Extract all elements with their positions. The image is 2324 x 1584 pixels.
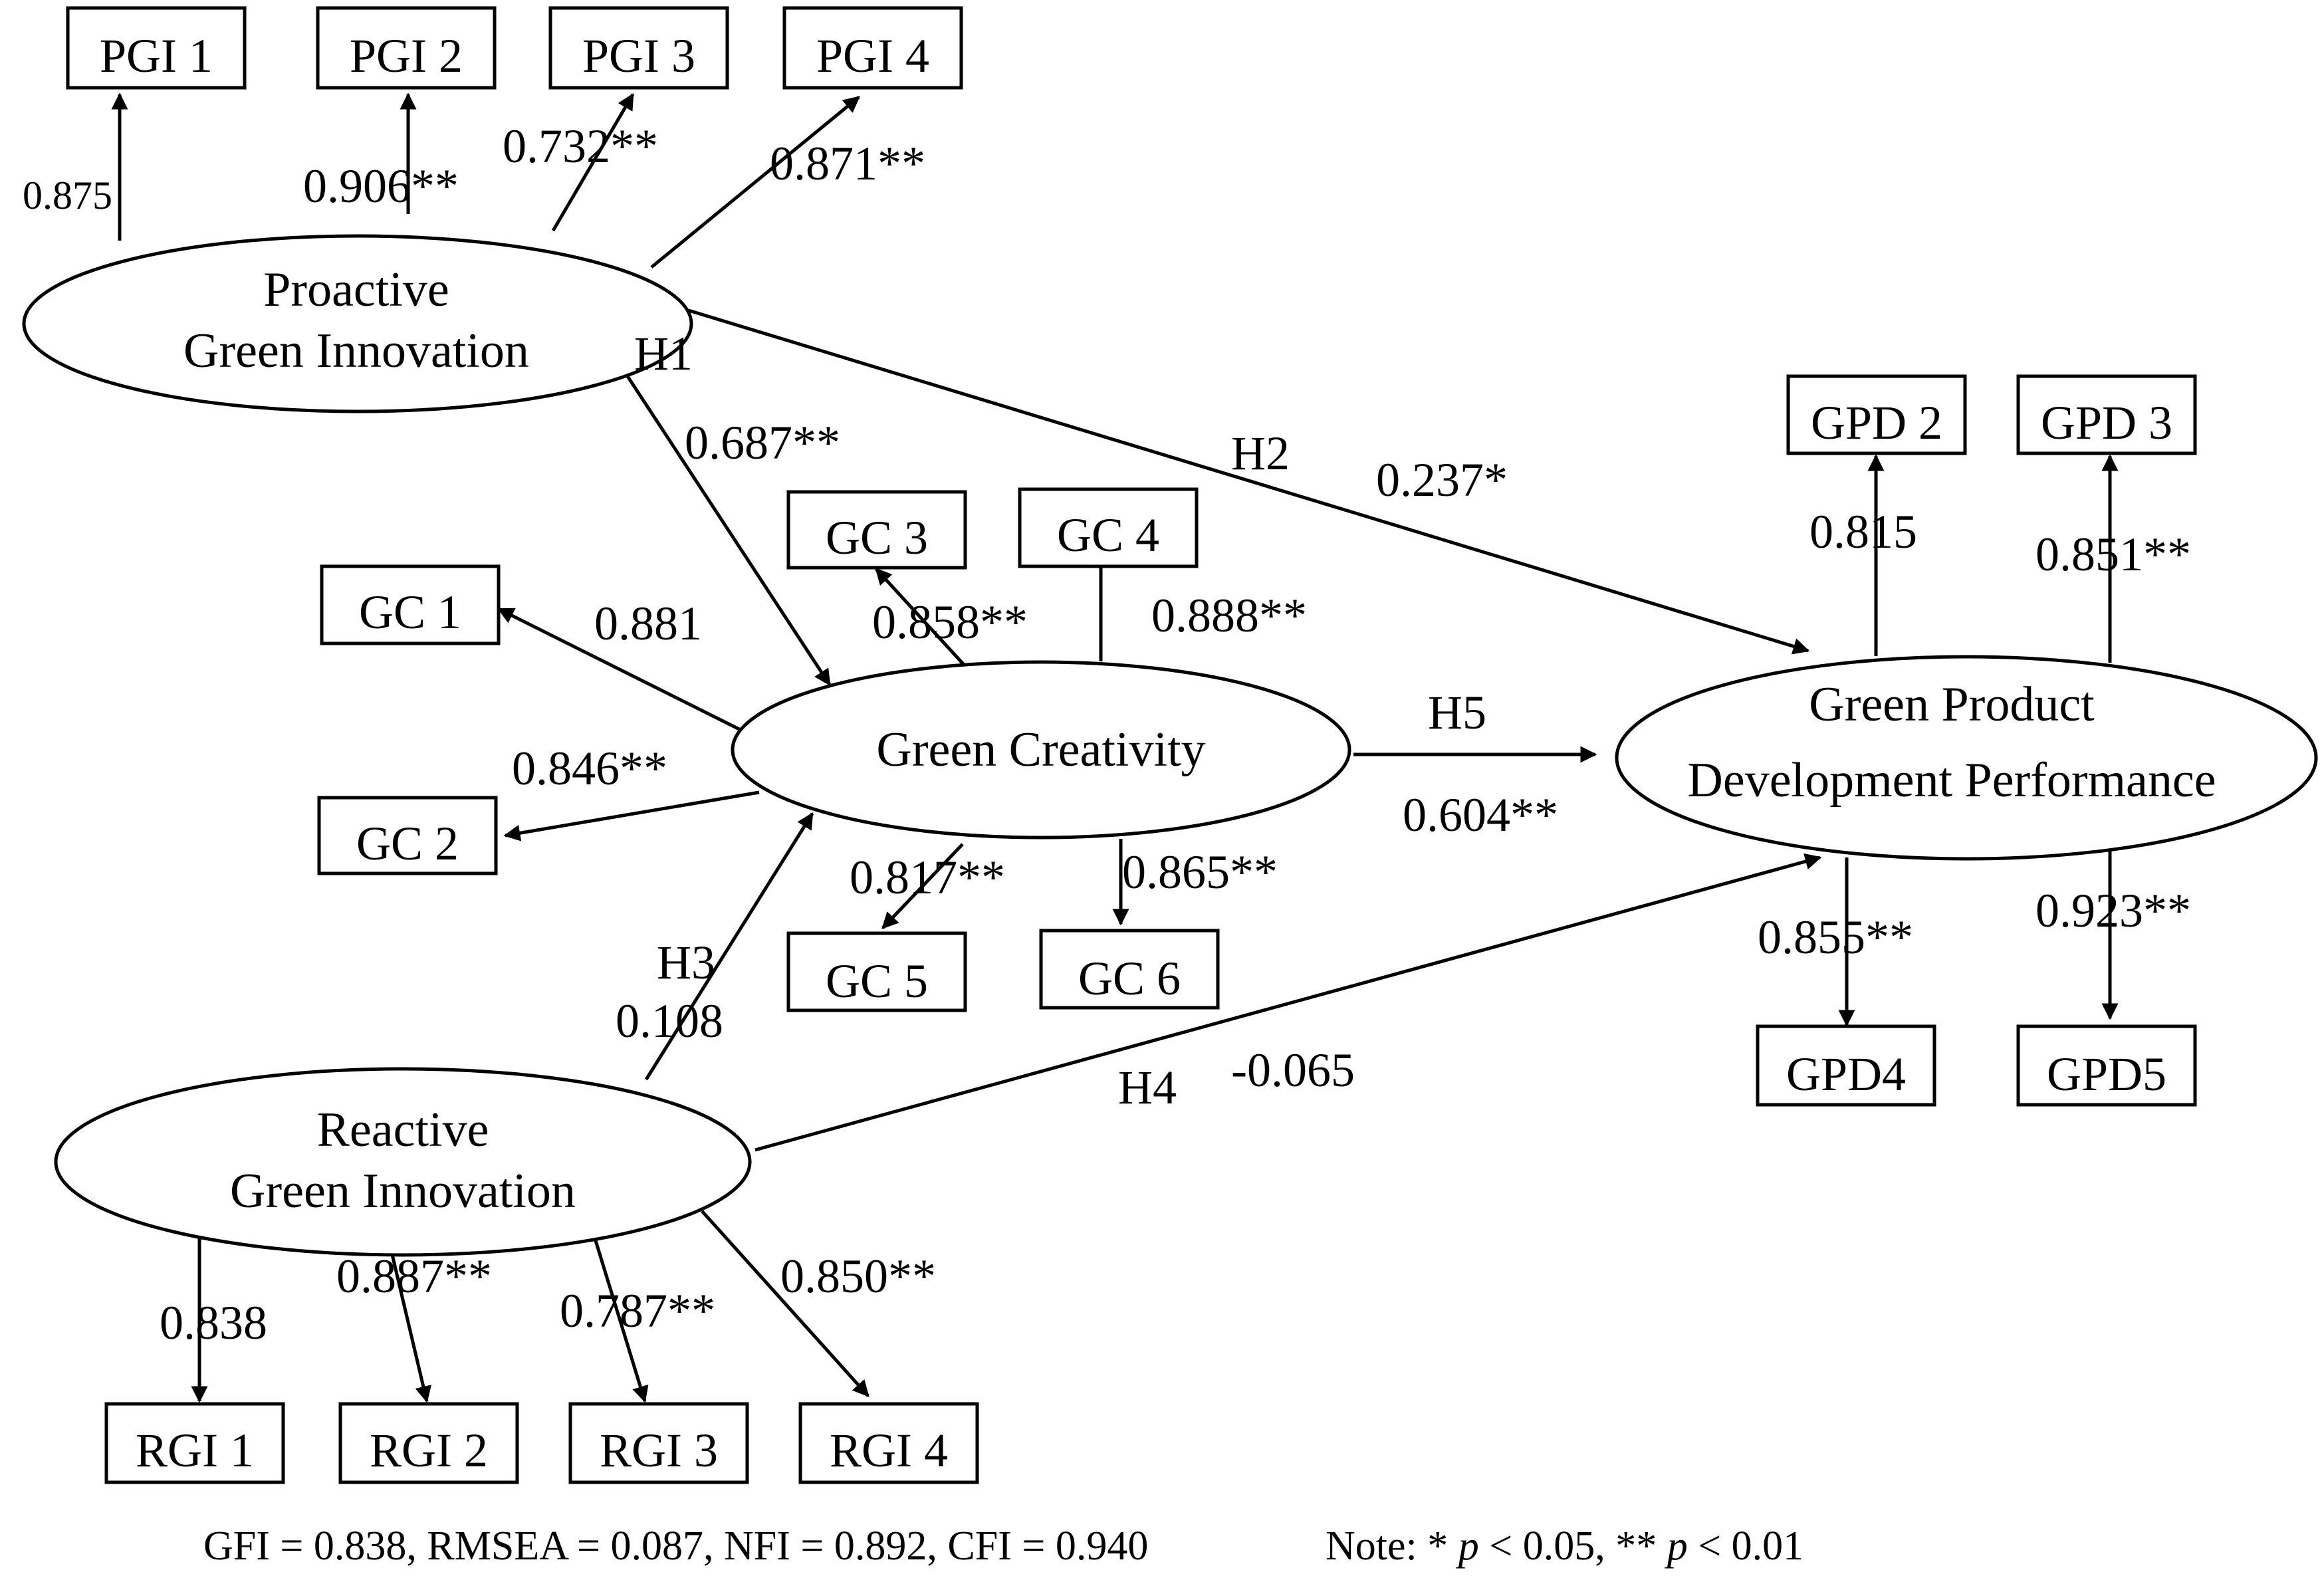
path-h3-label: H3 — [657, 936, 715, 989]
indicator-gpd5: GPD5 — [2016, 1024, 2197, 1107]
edge-gc-gc2 — [503, 790, 760, 842]
loading-gc6: 0.865** — [1122, 846, 1278, 899]
path-h4-coef: -0.065 — [1231, 1044, 1355, 1097]
latent-label-line1: Green Creativity — [876, 723, 1205, 777]
loading-gpd2: 0.815 — [1809, 505, 1917, 558]
loading-gc2: 0.846** — [512, 742, 667, 795]
edge-pgi-pgi4 — [650, 96, 860, 269]
indicator-gc6: GC 6 — [1039, 929, 1220, 1010]
loading-rgi4: 0.850** — [780, 1250, 936, 1303]
note-end: < 0.01 — [1688, 1524, 1803, 1569]
indicator-label: GPD4 — [1786, 1048, 1906, 1101]
loading-gpd5: 0.923** — [2035, 884, 2191, 937]
indicator-label: RGI 3 — [600, 1424, 718, 1477]
path-h4-label: H4 — [1118, 1061, 1177, 1114]
indicator-label: GC 3 — [826, 511, 928, 564]
indicator-label: GC 4 — [1057, 509, 1159, 562]
latent-reactive-green-innovation: Reactive Green Innovation — [54, 1067, 752, 1257]
edge-rgi-rgi4 — [701, 1210, 870, 1397]
indicator-label: GC 1 — [359, 586, 461, 639]
edge-rgi-rgi3 — [592, 1236, 649, 1403]
edge-h3-rgi-gc — [644, 812, 814, 1081]
indicator-gpd2: GPD 2 — [1786, 374, 1967, 455]
indicator-gc3: GC 3 — [786, 490, 967, 570]
indicator-label: GC 5 — [826, 955, 928, 1008]
indicator-rgi2: RGI 2 — [338, 1402, 519, 1484]
indicator-label: PGI 3 — [582, 29, 695, 82]
latent-label-line1: Reactive — [317, 1103, 489, 1157]
note-p-symbol: p — [1665, 1524, 1688, 1569]
loading-rgi3: 0.787** — [560, 1284, 715, 1337]
path-h2-label: H2 — [1231, 427, 1290, 480]
indicator-gc1: GC 1 — [320, 564, 501, 645]
loading-gc1: 0.881 — [594, 597, 702, 650]
latent-label-line2: Development Performance — [1687, 753, 2216, 808]
latent-label-line1: Green Product — [1809, 677, 2095, 732]
note-mid: < 0.05, ** — [1479, 1524, 1667, 1569]
latent-label-line2: Green Innovation — [230, 1164, 576, 1218]
indicator-rgi4: RGI 4 — [798, 1402, 979, 1484]
indicator-label: RGI 2 — [370, 1424, 488, 1477]
indicator-rgi1: RGI 1 — [104, 1402, 285, 1484]
edge-pgi-pgi3 — [551, 92, 635, 232]
loading-pgi2: 0.906** — [303, 160, 459, 213]
indicator-pgi2: PGI 2 — [316, 6, 497, 90]
latent-label-line1: Proactive — [263, 263, 449, 317]
indicator-label: GPD5 — [2047, 1048, 2166, 1101]
indicator-pgi1: PGI 1 — [66, 6, 247, 90]
latent-green-product-development-performance: Green Product Development Performance — [1615, 655, 2318, 861]
edge-gc-gc1 — [497, 607, 741, 731]
indicator-gc5: GC 5 — [786, 931, 967, 1012]
path-h2-coef: 0.237* — [1376, 453, 1508, 507]
path-h5-label: H5 — [1428, 686, 1486, 739]
loading-gc3: 0.858** — [872, 596, 1028, 649]
indicator-label: GPD 2 — [1811, 396, 1942, 449]
loading-pgi4: 0.871** — [770, 137, 925, 190]
loading-gc4: 0.888** — [1151, 589, 1307, 642]
loading-pgi3: 0.732** — [503, 120, 658, 173]
fit-indices: GFI = 0.838, RMSEA = 0.087, NFI = 0.892,… — [203, 1524, 1148, 1569]
loading-gpd4: 0.855** — [1758, 911, 1913, 964]
indicator-label: PGI 2 — [350, 29, 463, 82]
indicator-label: RGI 1 — [136, 1424, 254, 1477]
loading-gc5: 0.817** — [850, 851, 1005, 904]
loading-rgi1: 0.838 — [160, 1296, 267, 1349]
edge-gc-gc3 — [875, 568, 965, 666]
path-h1-label: H1 — [634, 327, 693, 380]
loading-pgi1: 0.875 — [23, 173, 112, 217]
edge-h4-rgi-gpd — [755, 853, 1822, 1152]
indicator-rgi3: RGI 3 — [568, 1402, 749, 1484]
indicator-pgi4: PGI 4 — [782, 6, 963, 90]
indicator-gpd4: GPD4 — [1756, 1024, 1936, 1107]
edge-rgi-rgi2 — [386, 1237, 432, 1403]
edge-h1-pgi-gc — [623, 371, 832, 687]
path-h5-coef: 0.604** — [1403, 788, 1558, 842]
latent-label-line2: Green Innovation — [183, 324, 529, 378]
indicator-label: GC 2 — [356, 817, 459, 870]
indicator-label: PGI 4 — [816, 29, 929, 82]
edge-h2-pgi-gpd — [688, 308, 1810, 655]
loading-gpd3: 0.851** — [2035, 528, 2191, 581]
indicator-pgi3: PGI 3 — [548, 6, 729, 90]
indicator-label: GC 6 — [1078, 952, 1181, 1005]
latent-proactive-green-innovation: Proactive Green Innovation — [22, 234, 693, 413]
note-p-symbol: p — [1456, 1524, 1479, 1569]
significance-note: Note: * p < 0.05, ** p < 0.01 — [1326, 1524, 1803, 1569]
indicator-gpd3: GPD 3 — [2016, 374, 2197, 455]
indicator-gc4: GC 4 — [1018, 487, 1199, 568]
indicator-gc2: GC 2 — [317, 796, 498, 875]
latent-green-creativity: Green Creativity — [731, 660, 1351, 840]
loading-rgi2: 0.887** — [336, 1250, 492, 1303]
indicator-label: GPD 3 — [2041, 396, 2172, 449]
indicator-label: PGI 1 — [100, 29, 213, 82]
path-h1-coef: 0.687** — [685, 416, 840, 469]
edge-gc-gc5 — [881, 843, 964, 929]
note-prefix: Note: * — [1326, 1524, 1458, 1569]
indicator-label: RGI 4 — [830, 1424, 948, 1477]
path-h3-coef: 0.108 — [616, 994, 723, 1048]
